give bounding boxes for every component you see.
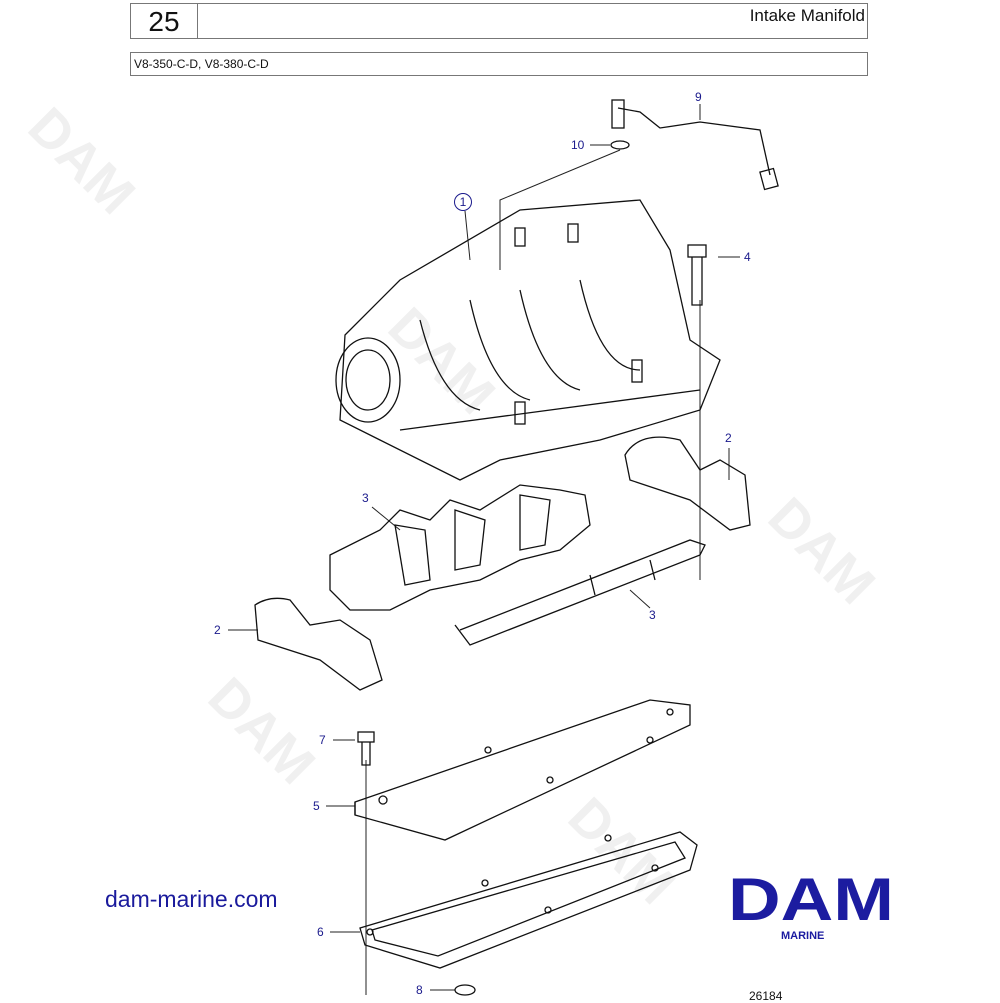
callout-3-gasket: 3 — [362, 491, 369, 505]
sensor-harness — [610, 99, 779, 191]
callout-10: 10 — [571, 138, 585, 152]
callout-8: 8 — [416, 983, 423, 997]
valley-gasket — [359, 831, 698, 969]
callout-4: 4 — [744, 250, 751, 264]
svg-text:DAM: DAM — [728, 872, 894, 924]
logo-subtitle: MARINE — [781, 930, 825, 942]
models-box: V8-350-C-D, V8-380-C-D — [130, 52, 868, 76]
page-title: Intake Manifold — [749, 6, 865, 25]
callout-1: 1 — [454, 193, 472, 211]
callout-3-strip: 3 — [649, 608, 656, 622]
intake-manifold — [335, 199, 721, 481]
header-box: 25 Intake Manifold — [130, 3, 868, 39]
section-number: 25 — [131, 4, 198, 38]
callout-9: 9 — [695, 90, 702, 104]
foam-block-right — [624, 436, 751, 531]
valley-plate — [354, 699, 691, 841]
callout-5: 5 — [313, 799, 320, 813]
bolt-7 — [357, 731, 375, 766]
dam-logo: DAM — [728, 872, 894, 924]
callout-7: 7 — [319, 733, 326, 747]
callout-2-right: 2 — [725, 431, 732, 445]
foam-block-left — [254, 597, 383, 691]
intake-gasket — [329, 484, 591, 611]
drawing-number: 26184 — [749, 989, 783, 1003]
model-list: V8-350-C-D, V8-380-C-D — [134, 57, 269, 71]
callout-2-left: 2 — [214, 623, 221, 637]
bolt-4 — [687, 244, 707, 306]
callout-6: 6 — [317, 925, 324, 939]
seal-8 — [454, 984, 476, 996]
website-link[interactable]: dam-marine.com — [105, 886, 278, 912]
gasket-strip — [454, 539, 706, 646]
